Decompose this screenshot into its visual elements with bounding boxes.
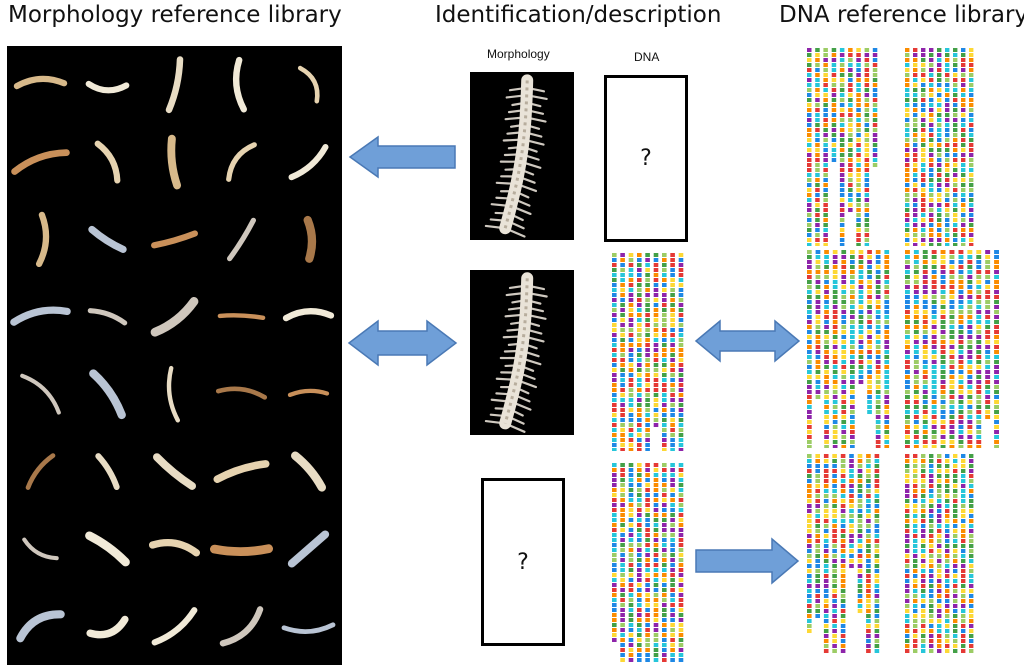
- specimen-thumbnail: [35, 211, 50, 268]
- specimen-thumbnail: [95, 453, 120, 490]
- specimen-thumbnail: [219, 606, 264, 647]
- dna-reference-block: [806, 250, 892, 448]
- unknown-dna-box: ?: [604, 75, 688, 242]
- double-arrow-icon: [694, 319, 801, 363]
- specimen-thumbnail: [281, 622, 336, 634]
- specimen-thumbnail: [20, 373, 61, 415]
- specimen-thumbnail: [85, 531, 130, 567]
- specimen-thumbnail: [287, 388, 330, 398]
- specimen-thumbnail: [213, 460, 270, 483]
- specimen-grid: [10, 56, 336, 647]
- question-mark: ?: [517, 549, 529, 575]
- specimen-thumbnail: [303, 215, 317, 263]
- dna-column-label: DNA: [634, 50, 660, 64]
- specimen-thumbnail: [282, 308, 335, 322]
- dna-reference-block: [904, 48, 976, 246]
- specimen-thumbnail: [148, 539, 201, 557]
- specimen-thumbnail: [10, 306, 71, 326]
- specimen-thumbnail: [297, 65, 320, 104]
- specimen-thumbnail: [153, 453, 196, 490]
- specimen-thumbnail: [88, 225, 127, 253]
- specimen-thumbnail: [86, 615, 129, 639]
- specimen-thumbnail: [291, 451, 326, 492]
- dna-library-heading: DNA reference library: [779, 2, 1024, 28]
- specimen-thumbnail: [215, 386, 268, 400]
- morphology-library-heading: Morphology reference library: [8, 2, 342, 28]
- specimen-thumbnail: [288, 144, 329, 181]
- specimen-thumbnail: [22, 537, 59, 561]
- identification-heading: Identification/description: [435, 2, 722, 28]
- unknown-morphology-box: ?: [481, 478, 565, 646]
- double-arrow-icon: [347, 319, 458, 367]
- right-arrow-icon: [695, 537, 800, 585]
- specimen-thumbnail: [25, 453, 56, 490]
- dna-reference-block: [806, 48, 880, 246]
- specimen-thumbnail: [167, 134, 182, 190]
- question-mark: ?: [640, 146, 652, 171]
- dna-reference-block: [904, 454, 976, 654]
- specimen-thumbnail: [85, 80, 130, 94]
- specimen-thumbnail: [94, 140, 121, 184]
- dna-sequence-block: [611, 463, 686, 663]
- specimen-thumbnail: [210, 544, 273, 556]
- morphology-reference-panel: [7, 46, 342, 665]
- left-arrow-icon: [348, 135, 456, 179]
- specimen-thumbnail: [217, 313, 266, 320]
- specimen-thumbnail: [227, 217, 256, 262]
- specimen-thumbnail: [13, 75, 68, 90]
- specimen-thumbnail: [165, 56, 184, 114]
- specimen-thumbnail: [11, 149, 70, 175]
- specimen-photo: [470, 72, 574, 240]
- dna-reference-block: [904, 250, 1002, 448]
- specimen-thumbnail: [151, 230, 198, 249]
- dna-sequence-block: [611, 253, 686, 451]
- morphology-column-label: Morphology: [487, 47, 550, 61]
- specimen-thumbnail: [151, 607, 198, 646]
- specimen-thumbnail: [232, 56, 247, 113]
- dna-reference-block: [806, 454, 882, 654]
- specimen-thumbnail: [16, 610, 65, 643]
- specimen-thumbnail: [87, 308, 128, 326]
- specimen-thumbnail: [287, 530, 330, 568]
- specimen-photo: [470, 270, 574, 435]
- specimen-thumbnail: [226, 142, 257, 182]
- specimen-thumbnail: [150, 297, 199, 337]
- specimen-thumbnail: [166, 365, 180, 423]
- specimen-thumbnail: [89, 369, 126, 420]
